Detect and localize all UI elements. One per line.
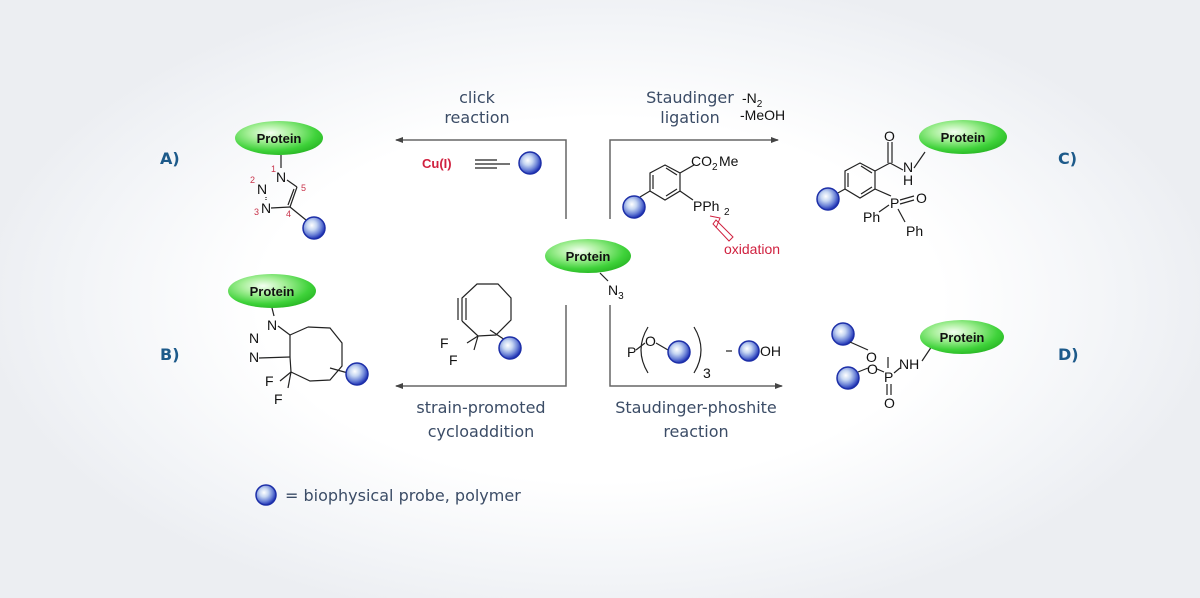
svg-text:N: N bbox=[903, 159, 913, 175]
probe-sphere bbox=[498, 336, 522, 360]
svg-text:2: 2 bbox=[724, 207, 730, 218]
protein-ellipse bbox=[545, 239, 631, 273]
svg-text:F: F bbox=[440, 335, 449, 351]
azide-label: N3 bbox=[608, 282, 624, 302]
click-label-line2: reaction bbox=[444, 108, 509, 127]
spaac-label-line1: strain-promoted bbox=[416, 398, 545, 417]
svg-text:O: O bbox=[916, 190, 927, 206]
svg-text:Protein: Protein bbox=[941, 130, 986, 145]
svg-text:3: 3 bbox=[254, 207, 259, 217]
central-protein-azide: Protein N3 bbox=[545, 239, 631, 302]
panel-label-d: D) bbox=[1058, 345, 1079, 364]
spaac-label-line2: cycloaddition bbox=[428, 422, 535, 441]
staudinger-phosphite-arrow bbox=[609, 305, 783, 389]
svg-text:O: O bbox=[884, 395, 895, 411]
alkyne-reagent: Cu(I) bbox=[422, 151, 542, 175]
svg-text:PPh: PPh bbox=[693, 198, 719, 214]
svg-text:2: 2 bbox=[712, 162, 718, 173]
svg-text:5: 5 bbox=[301, 183, 306, 193]
click-label-line1: click bbox=[459, 88, 495, 107]
staudinger-phosphite-label-line1: Staudinger-phoshite bbox=[615, 398, 777, 417]
probe-sphere bbox=[622, 195, 646, 219]
svg-text:OH: OH bbox=[760, 343, 781, 359]
svg-text:O: O bbox=[645, 333, 656, 349]
protein-ellipse bbox=[228, 274, 316, 308]
svg-text:Protein: Protein bbox=[940, 330, 985, 345]
svg-text:1: 1 bbox=[271, 164, 276, 174]
svg-text:P: P bbox=[890, 195, 899, 211]
svg-text:2: 2 bbox=[250, 175, 255, 185]
svg-text:N: N bbox=[267, 317, 277, 333]
svg-text:N: N bbox=[257, 181, 267, 197]
staudinger-ligation-label-line1: Staudinger bbox=[646, 88, 734, 107]
panel-label-b: B) bbox=[160, 345, 180, 364]
svg-text:P: P bbox=[884, 369, 893, 385]
probe-sphere bbox=[831, 322, 855, 346]
svg-text:Protein: Protein bbox=[257, 131, 302, 146]
click-reaction-arrow bbox=[395, 137, 567, 219]
oxidation-label: oxidation bbox=[724, 241, 780, 257]
byproduct-meoh: -MeOH bbox=[740, 107, 785, 123]
probe-sphere bbox=[816, 187, 840, 211]
svg-text:3: 3 bbox=[703, 365, 711, 381]
fused-triazole-product: Protein N N N F F bbox=[228, 274, 369, 407]
protein-label: Protein bbox=[566, 249, 611, 264]
legend-text: = biophysical probe, polymer bbox=[285, 486, 521, 505]
probe-sphere bbox=[738, 340, 760, 362]
phosphine-reagent: CO 2 Me PPh 2 oxidation bbox=[622, 153, 780, 257]
svg-text:Me: Me bbox=[719, 153, 739, 169]
svg-text:H: H bbox=[903, 172, 913, 188]
svg-text:Ph: Ph bbox=[863, 209, 880, 225]
staudinger-ligation-arrow bbox=[609, 137, 779, 219]
svg-text:N: N bbox=[249, 330, 259, 346]
oxidation-arrow-icon bbox=[709, 215, 734, 242]
svg-text:F: F bbox=[449, 352, 458, 368]
svg-text:N: N bbox=[261, 200, 271, 216]
staudinger-ligation-label-line2: ligation bbox=[660, 108, 720, 127]
svg-text:O: O bbox=[867, 361, 878, 377]
amide-product: O N H Protein P O Ph Ph bbox=[816, 120, 1007, 239]
panel-label-c: C) bbox=[1058, 149, 1077, 168]
svg-text:Ph: Ph bbox=[906, 223, 923, 239]
svg-text:F: F bbox=[274, 391, 283, 407]
svg-text:F: F bbox=[265, 373, 274, 389]
probe-sphere bbox=[667, 340, 691, 364]
triazole-product: Protein N N N 1 2 3 4 5 bbox=[235, 121, 326, 240]
protein-ellipse bbox=[919, 120, 1007, 154]
svg-text:P: P bbox=[627, 344, 636, 360]
probe-sphere bbox=[518, 151, 542, 175]
legend: = biophysical probe, polymer bbox=[255, 484, 521, 506]
phosphite-reagent: P O 3 OH bbox=[627, 326, 781, 381]
probe-sphere bbox=[302, 216, 326, 240]
protein-ellipse bbox=[920, 320, 1004, 354]
svg-text:CO: CO bbox=[691, 153, 712, 169]
staudinger-phosphite-label-line2: reaction bbox=[663, 422, 728, 441]
byproduct-n2: -N2 bbox=[742, 90, 763, 110]
probe-sphere bbox=[836, 366, 860, 390]
svg-text:O: O bbox=[866, 349, 877, 365]
svg-text:NH: NH bbox=[899, 356, 919, 372]
phosphoramidate-product: O O P O NH Protein bbox=[831, 320, 1004, 411]
svg-text:O: O bbox=[884, 128, 895, 144]
probe-sphere bbox=[345, 362, 369, 386]
svg-text:4: 4 bbox=[286, 209, 291, 219]
svg-text:N: N bbox=[276, 169, 286, 185]
spaac-arrow bbox=[395, 305, 567, 389]
svg-text:Protein: Protein bbox=[250, 284, 295, 299]
cu-catalyst-label: Cu(I) bbox=[422, 156, 452, 171]
panel-label-a: A) bbox=[160, 149, 180, 168]
protein-ellipse bbox=[235, 121, 323, 155]
cyclooctyne-reagent: F F bbox=[440, 283, 522, 368]
svg-text:N: N bbox=[249, 349, 259, 365]
probe-sphere-icon bbox=[255, 484, 277, 506]
